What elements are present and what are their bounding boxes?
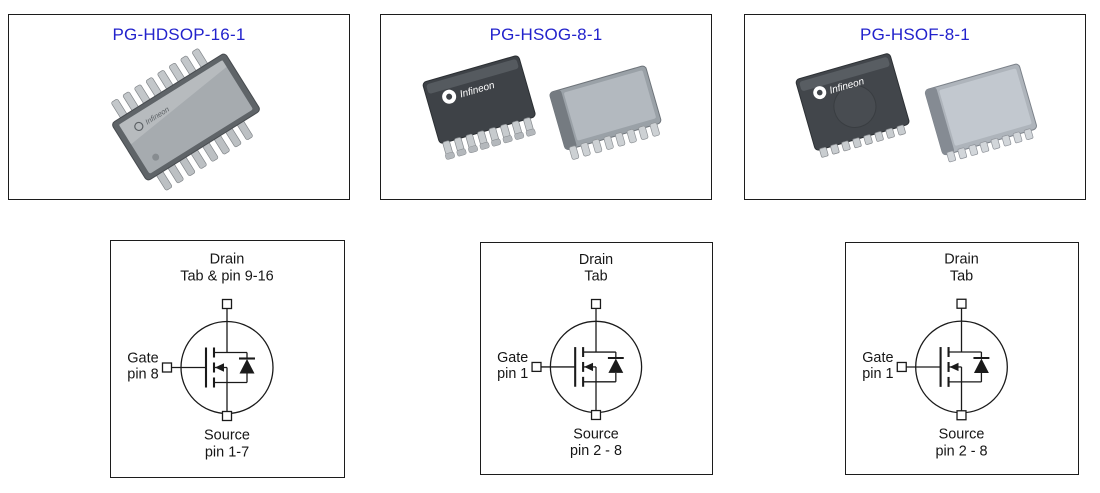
gate-terminal [896, 361, 907, 373]
mosfet-pinout-diagram: Drain Tab Gate pin 1 Source pin 2 - 8 [497, 252, 643, 459]
source-sublabel: pin 2 - 8 [935, 444, 987, 460]
package-photo-hsof: Infineon [795, 53, 1037, 163]
gate-label: Gate [127, 351, 158, 367]
body-arrow [215, 363, 224, 372]
gate-terminal [531, 361, 542, 373]
body-diode [608, 358, 624, 373]
package-leads [819, 124, 906, 158]
package-top-surface [119, 60, 253, 174]
package-title: PG-HSOG-8-1 [489, 25, 603, 44]
source-label: Source [573, 426, 619, 442]
drain-sublabel: Tab [584, 269, 607, 285]
package-top-view: Infineon [795, 53, 910, 158]
source-sublabel: pin 1-7 [205, 445, 249, 461]
source-terminal [590, 409, 602, 421]
gate-sublabel: pin 1 [862, 366, 893, 382]
mosfet-pinout-diagram: Drain Tab Gate pin 1 Source pin 2 - 8 [862, 251, 1008, 460]
mosfet-symbol [531, 298, 643, 421]
gate-sublabel: pin 8 [127, 367, 158, 383]
mold-dimple [833, 84, 877, 128]
pinout-box-hsog: Drain Tab Gate pin 1 Source pin 2 - 8 [480, 242, 713, 475]
package-leads [442, 117, 536, 160]
body-arrow [584, 362, 594, 372]
body-diode [239, 359, 255, 374]
gate-label: Gate [862, 350, 893, 366]
source-label: Source [204, 428, 250, 444]
pinout-box-hsof: Drain Tab Gate pin 1 Source pin 2 - 8 [845, 242, 1079, 475]
body-diode [973, 358, 989, 373]
package-title: PG-HDSOP-16-1 [112, 25, 246, 44]
package-photo-hsog: Infineon [422, 55, 662, 160]
package-box-hsof: PG-HSOF-8-1 Infineon [744, 14, 1086, 200]
source-sublabel: pin 2 - 8 [570, 443, 622, 459]
drain-label: Drain [944, 251, 978, 267]
package-top-view: Infineon [422, 55, 536, 160]
drain-terminal [956, 298, 967, 309]
source-terminal [221, 410, 233, 422]
drain-terminal [590, 298, 602, 310]
pin1-dimple [152, 153, 160, 161]
package-leads [569, 122, 660, 160]
package-pins-top [111, 48, 209, 120]
package-bottom-view [549, 65, 662, 160]
gate-terminal [161, 362, 173, 373]
package-box-hsog: PG-HSOG-8-1 Infineon [380, 14, 712, 200]
drain-sublabel: Tab [950, 268, 973, 284]
package-photo-hdsop: Infineon [111, 48, 260, 191]
package-title: PG-HSOF-8-1 [860, 25, 970, 44]
body-arrow [949, 362, 959, 372]
drain-label: Drain [579, 252, 613, 268]
mosfet-symbol [161, 298, 274, 422]
mosfet-pinout-diagram: Drain Tab & pin 9-16 Gate pin 8 Source [127, 252, 274, 461]
source-label: Source [939, 427, 985, 443]
package-box-hdsop: PG-HDSOP-16-1 [8, 14, 350, 200]
drain-label: Drain [210, 252, 245, 268]
mosfet-symbol [896, 298, 1008, 421]
gate-label: Gate [497, 350, 528, 366]
source-terminal [956, 410, 967, 421]
package-leads [946, 128, 1034, 163]
gate-sublabel: pin 1 [497, 366, 528, 382]
drain-sublabel: Tab & pin 9-16 [180, 269, 274, 285]
pinout-box-hdsop: Drain Tab & pin 9-16 Gate pin 8 Source [110, 240, 345, 478]
drain-terminal [221, 298, 233, 310]
package-bottom-view [924, 63, 1037, 163]
